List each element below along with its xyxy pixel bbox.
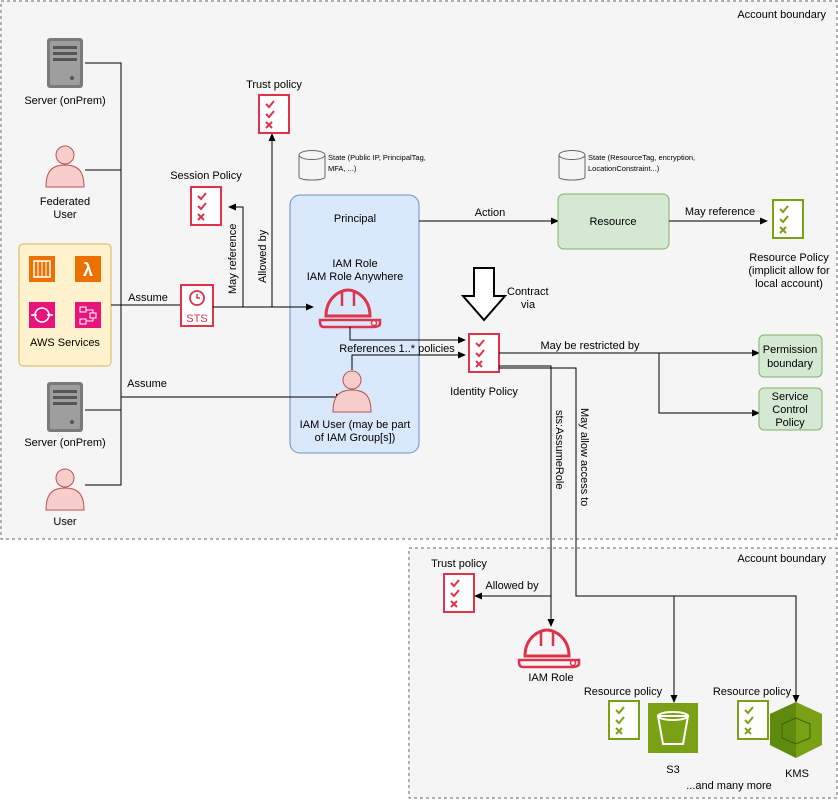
edge-may-reference-resource: May reference <box>685 206 755 218</box>
step-functions-icon <box>75 302 101 328</box>
scp-box <box>758 387 823 431</box>
edge-may-be-restricted-by: May be restricted by <box>540 340 640 352</box>
server-icon <box>47 382 83 432</box>
permission-boundary-box <box>758 334 823 378</box>
federated-user-label-1: Federated <box>40 196 90 208</box>
account-boundary-top-label: Account boundary <box>737 9 826 21</box>
state-principal-label-2: MFA, ...) <box>328 164 357 173</box>
edge-sts-assumerole: sts:AssumeRole <box>553 410 565 489</box>
server-onprem-top-label: Server (onPrem) <box>24 95 105 107</box>
state-resource-label-1: State (ResourceTag, encryption, <box>588 153 695 162</box>
iam-role-label-1: IAM Role <box>332 258 377 270</box>
policy-checklist-icon <box>608 700 640 740</box>
user-label: User <box>53 516 77 528</box>
state-cylinder-icon <box>298 150 326 181</box>
resource-policy-kms-label: Resource policy <box>713 686 792 698</box>
policy-checklist-icon <box>190 186 222 226</box>
state-principal-label-1: State (Public IP, PrincipalTag, <box>328 153 426 162</box>
edge-may-reference-session: May reference <box>227 224 239 294</box>
ec2-icon <box>29 256 55 282</box>
svg-text:λ: λ <box>83 260 93 280</box>
policy-checklist-icon <box>468 333 500 373</box>
federated-user-label-2: User <box>53 209 77 221</box>
s3-bucket-icon <box>648 703 698 753</box>
service-icon <box>29 302 55 328</box>
resource-policy-label-3: local account) <box>755 278 823 290</box>
session-policy-label: Session Policy <box>170 170 242 182</box>
contract-label-1: Contract <box>507 286 549 298</box>
many-more-label: ...and many more <box>686 780 772 792</box>
policy-checklist-icon <box>443 573 475 613</box>
lambda-icon: λ <box>75 256 101 282</box>
kms-label: KMS <box>785 768 809 780</box>
permission-boundary-label-1: Permission <box>763 344 817 356</box>
server-icon <box>47 38 83 88</box>
scp-label-2: Control <box>772 404 807 416</box>
iam-role-bottom-label: IAM Role <box>528 672 573 684</box>
aws-services-label: AWS Services <box>30 337 100 349</box>
principal-label: Principal <box>334 213 376 225</box>
kms-shield-icon <box>770 702 822 758</box>
iam-user-label-2: of IAM Group[s]) <box>315 432 396 444</box>
policy-checklist-icon <box>737 700 769 740</box>
principal-box <box>289 194 420 454</box>
edge-references-policies: References 1..* policies <box>339 343 455 355</box>
account-boundary-bottom <box>408 547 838 799</box>
trust-policy-top-label: Trust policy <box>246 79 302 91</box>
resource-policy-label-1: Resource Policy <box>749 252 829 264</box>
iam-user-label-1: IAM User (may be part <box>300 419 411 431</box>
sts-label: STS <box>186 313 207 325</box>
edge-allowed-by-bottom: Allowed by <box>485 580 539 592</box>
scp-label-1: Service <box>772 391 809 403</box>
trust-policy-bottom-label: Trust policy <box>431 558 487 570</box>
permission-boundary-label-2: boundary <box>767 358 813 370</box>
contract-label-2: via <box>521 299 536 311</box>
state-resource-label-2: LocationConstraint...) <box>588 164 660 173</box>
edge-allowed-by-top: Allowed by <box>257 229 269 283</box>
sts-icon <box>180 284 214 327</box>
s3-label: S3 <box>666 764 679 776</box>
account-boundary-bottom-label: Account boundary <box>737 553 826 565</box>
edge-assume-bottom: Assume <box>127 378 167 390</box>
edge-assume-top: Assume <box>128 292 168 304</box>
identity-policy-label: Identity Policy <box>450 386 518 398</box>
resource-policy-s3-label: Resource policy <box>584 686 663 698</box>
state-cylinder-icon <box>558 150 586 181</box>
contract-arrow <box>460 267 508 322</box>
iam-role-label-2: IAM Role Anywhere <box>307 271 404 283</box>
edge-action: Action <box>475 207 506 219</box>
server-onprem-bottom-label: Server (onPrem) <box>24 437 105 449</box>
resource-policy-label-2: (implicit allow for <box>748 265 830 277</box>
scp-label-3: Policy <box>775 417 805 429</box>
policy-checklist-icon <box>258 94 290 134</box>
policy-checklist-icon <box>772 199 804 239</box>
resource-label: Resource <box>589 216 636 228</box>
edge-may-allow-access-to: May allow access to <box>578 408 590 506</box>
